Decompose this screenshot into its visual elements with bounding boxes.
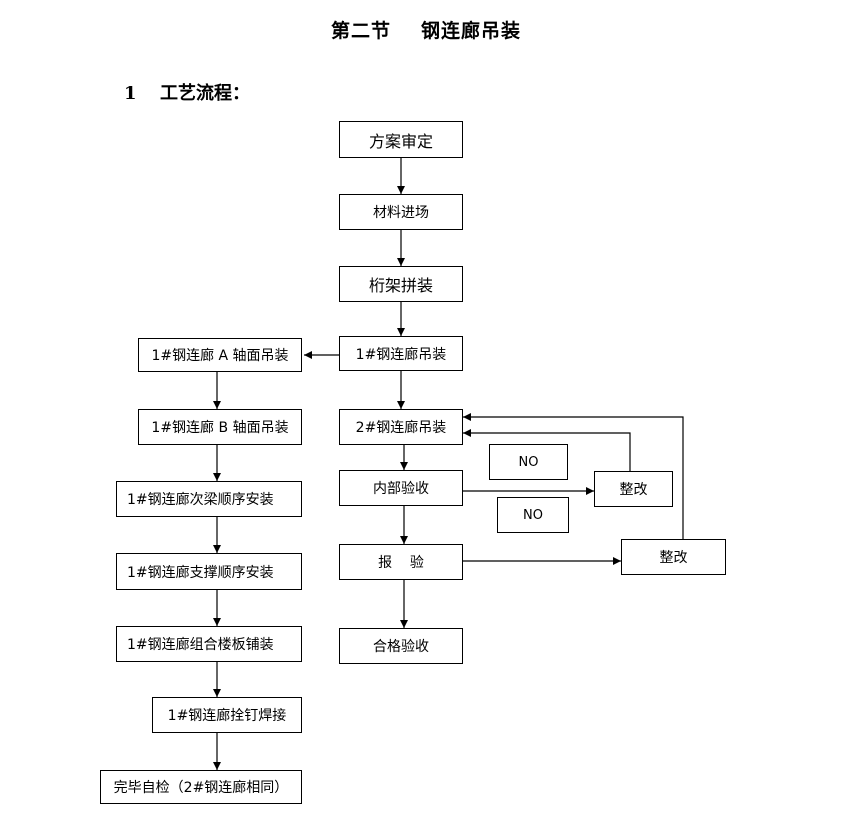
node-braces: 1#钢连廊支撑顺序安装 [116,553,302,590]
node-secondary-beams: 1#钢连廊次梁顺序安装 [116,481,302,517]
node-floor-slab: 1#钢连廊组合楼板铺装 [116,626,302,662]
node-fix-1: 整改 [594,471,673,507]
title-part1: 第二节 [330,20,391,42]
node-axis-a: 1#钢连廊 A 轴面吊装 [138,338,302,372]
subsection-heading: 1 工艺流程： [124,79,250,105]
node-materials: 材料进场 [339,194,463,230]
section-title: 第二节 钢连廊吊装 [0,16,852,43]
arrow-fix2-lift2 [463,413,684,539]
node-lift1: 1#钢连廊吊装 [339,336,463,371]
arrow-fix1-lift2 [463,429,631,471]
node-self-check: 完毕自检（2#钢连廊相同） [100,770,302,804]
node-axis-b: 1#钢连廊 B 轴面吊装 [138,409,302,445]
node-stud-welding: 1#钢连廊拴钉焊接 [152,697,302,733]
label-no-1: NO [489,444,568,480]
node-approval: 方案审定 [339,121,463,158]
node-truss: 桁架拼装 [339,266,463,302]
node-lift2: 2#钢连廊吊装 [339,409,463,445]
node-report: 报 验 [339,544,463,580]
label-no-2: NO [497,497,569,533]
node-pass: 合格验收 [339,628,463,664]
node-internal-check: 内部验收 [339,470,463,506]
node-fix-2: 整改 [621,539,726,575]
subsection-label: 工艺流程： [160,83,250,104]
subsection-number: 1 [124,83,137,104]
title-part2: 钢连廊吊装 [421,20,522,42]
